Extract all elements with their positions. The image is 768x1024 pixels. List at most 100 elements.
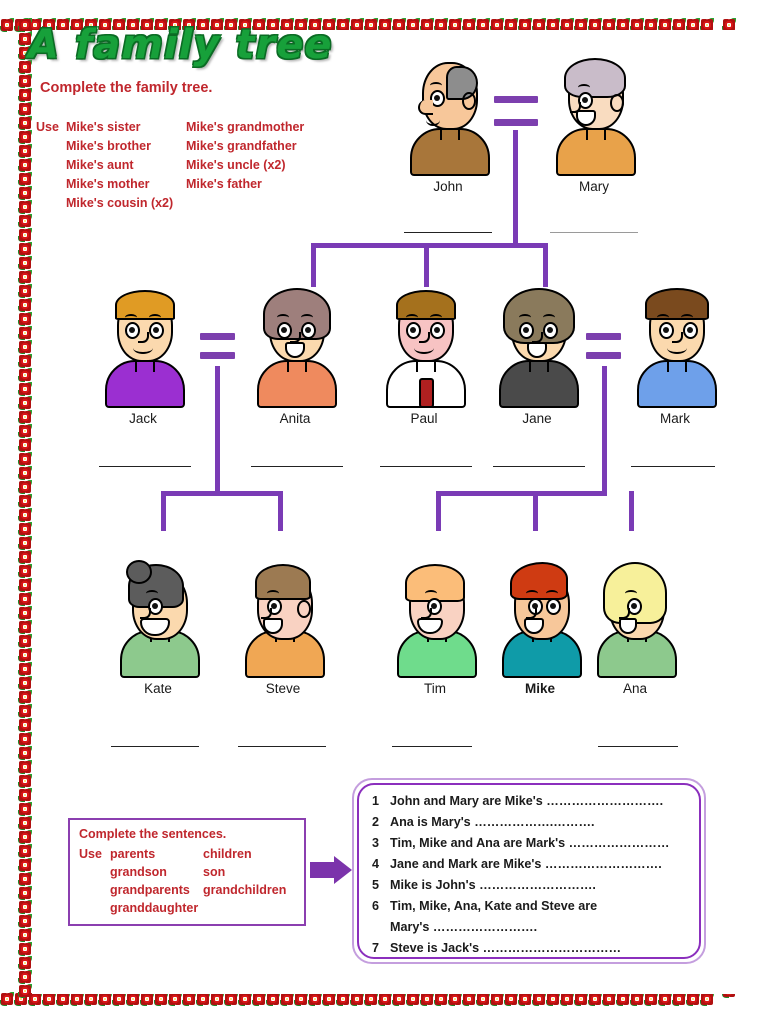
flower-icon (462, 18, 476, 32)
petal-icon (239, 19, 251, 31)
sentence-row-continuation[interactable]: 6 Mary's ……………………. (372, 920, 692, 941)
blank-line-tim[interactable] (392, 746, 472, 747)
tree-person-kate[interactable]: Kate (110, 558, 206, 696)
flower-icon (18, 830, 32, 844)
flower-icon (18, 116, 32, 130)
petal-icon (155, 993, 167, 1005)
petal-icon (19, 355, 31, 367)
flower-icon (18, 522, 32, 536)
instruction-complete-family-tree: Complete the family tree. (40, 80, 213, 96)
blank-line-john[interactable] (404, 232, 492, 233)
connector-to-mike (533, 491, 538, 531)
hair (564, 58, 626, 98)
flower-icon (504, 992, 518, 1006)
flower-icon (266, 18, 280, 32)
blank-line-jane[interactable] (493, 466, 585, 467)
petal-icon (687, 993, 699, 1005)
blank-line-paul[interactable] (380, 466, 472, 467)
petal-icon (99, 19, 111, 31)
sentence-row[interactable]: 3 Tim, Mike and Ana are Mark's …………………… (372, 836, 692, 857)
flower-icon (18, 746, 32, 760)
avatar-ana (587, 558, 683, 678)
tree-person-mark[interactable]: Mark (627, 280, 723, 426)
tree-person-tim[interactable]: Tim (387, 558, 483, 696)
flower-icon (18, 382, 32, 396)
flower-icon (18, 578, 32, 592)
petal-icon (19, 747, 31, 759)
tree-person-ana[interactable]: Ana (587, 558, 683, 696)
blank-line-anita[interactable] (251, 466, 343, 467)
hair (255, 564, 311, 600)
blank-line-mary[interactable] (550, 232, 638, 233)
sentence-text: Tim, Mike and Ana are Mark's …………………… (390, 836, 670, 850)
word-bank-item: Mike's aunt (66, 158, 134, 172)
sentence-row[interactable]: 2 Ana is Mary's ……………….………. (372, 815, 692, 836)
flower-icon (336, 992, 350, 1006)
sentence-number: 6 (372, 899, 380, 913)
blank-line-jack[interactable] (99, 466, 191, 467)
petal-icon (19, 593, 31, 605)
flower-icon (18, 18, 32, 32)
flower-icon (126, 992, 140, 1006)
petal-icon (113, 993, 125, 1005)
tree-person-name: Mark (660, 411, 690, 426)
tree-person-anita[interactable]: Anita (247, 280, 343, 426)
sentence-row[interactable]: 6 Tim, Mike, Ana, Kate and Steve are (372, 899, 692, 920)
tree-person-paul[interactable]: Paul (376, 280, 472, 426)
petal-icon (85, 19, 97, 31)
avatar-mary (546, 48, 642, 176)
word-bank-item: Mike's uncle (x2) (186, 158, 286, 172)
avatar-anita (247, 280, 343, 408)
petal-icon (19, 271, 31, 283)
flower-icon (18, 396, 32, 410)
flower-icon (224, 18, 238, 32)
tree-person-jack[interactable]: Jack (95, 280, 191, 426)
wordbank-item: grandson (110, 865, 167, 879)
petal-icon (295, 993, 307, 1005)
petal-icon (393, 19, 405, 31)
tree-person-mike[interactable]: Mike (492, 558, 588, 696)
blank-line-kate[interactable] (111, 746, 199, 747)
petal-icon (449, 19, 461, 31)
sentences-use-label: Use (79, 847, 102, 861)
blank-line-steve[interactable] (238, 746, 326, 747)
flower-icon (722, 18, 736, 32)
flower-icon (84, 18, 98, 32)
sentence-row[interactable]: 5 Mike is John's ………………………. (372, 878, 692, 899)
petal-icon (19, 663, 31, 675)
tree-person-john[interactable]: John (400, 48, 496, 194)
petal-icon (29, 993, 41, 1005)
petal-icon (211, 993, 223, 1005)
sentence-text: Mike is John's ………………………. (390, 878, 596, 892)
petal-icon (71, 993, 83, 1005)
petal-icon (29, 19, 41, 31)
blank-line-mark[interactable] (631, 466, 715, 467)
connector-to-anita (311, 243, 316, 287)
wordbank-item: son (203, 865, 226, 879)
tree-person-steve[interactable]: Steve (235, 558, 331, 696)
petal-icon (19, 299, 31, 311)
petal-icon (19, 467, 31, 479)
flower-icon (18, 676, 32, 690)
sentence-row[interactable]: 7 Steve is Jack's …………………………… (372, 941, 692, 962)
flower-icon (18, 424, 32, 438)
flower-icon (224, 992, 238, 1006)
flower-icon (378, 18, 392, 32)
flower-icon (18, 298, 32, 312)
flower-icon (18, 816, 32, 830)
flower-icon (112, 992, 126, 1006)
flower-icon (18, 242, 32, 256)
sentence-row[interactable]: 4 Jane and Mark are Mike's ………………………. (372, 857, 692, 878)
flower-icon (294, 992, 308, 1006)
flower-icon (18, 858, 32, 872)
flower-icon (18, 942, 32, 956)
blank-line-ana[interactable] (598, 746, 678, 747)
petal-icon (19, 47, 31, 59)
petal-icon (127, 19, 139, 31)
tree-person-mary[interactable]: Mary (546, 48, 642, 194)
flower-icon (294, 18, 308, 32)
flower-icon (700, 18, 714, 32)
sentence-row[interactable]: 1 John and Mary are Mike's ………………………. (372, 794, 692, 815)
tree-person-name: Mike (524, 681, 555, 696)
tree-person-jane[interactable]: Jane (489, 280, 585, 426)
